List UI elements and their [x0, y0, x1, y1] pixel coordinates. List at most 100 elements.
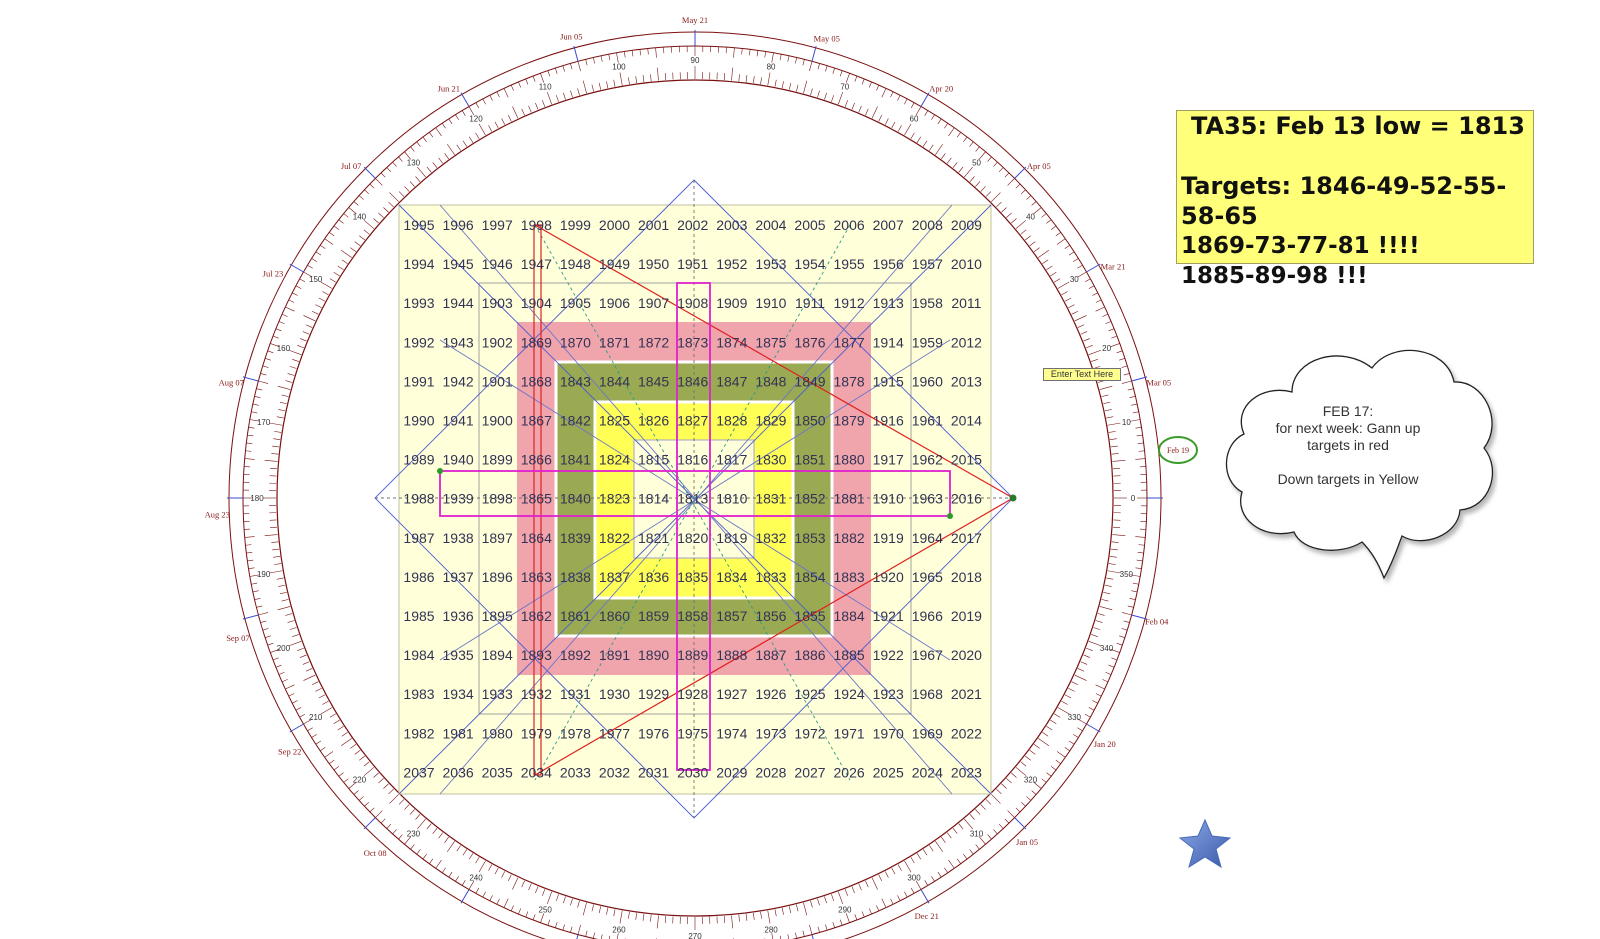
wheel-tick — [340, 738, 352, 747]
grid-cell: 1999 — [560, 217, 591, 233]
wheel-tick — [839, 70, 843, 77]
wheel-tick — [380, 172, 386, 178]
wheel-tick — [600, 55, 603, 62]
wheel-tick — [642, 75, 645, 83]
star-icon[interactable] — [1178, 818, 1232, 870]
grid-cell: 1831 — [755, 491, 786, 507]
wheel-tick — [279, 591, 287, 595]
grid-cell: 1936 — [443, 608, 474, 624]
wheel-tick — [337, 725, 344, 731]
grid-cell: 1852 — [794, 491, 825, 507]
wheel-date-label: Jan 05 — [1016, 837, 1038, 847]
wheel-tick — [262, 628, 269, 631]
grid-cell: 1858 — [677, 608, 708, 624]
wheel-tick — [993, 829, 998, 835]
wheel-tick — [1135, 567, 1142, 570]
wheel-tick — [650, 74, 652, 82]
wheel-tick — [254, 598, 261, 600]
wheel-tick — [582, 902, 587, 916]
wheel-tick — [1015, 807, 1021, 813]
wheel-tick — [468, 853, 474, 860]
wheel-tick — [1061, 291, 1068, 296]
wheel-tick — [1038, 249, 1050, 258]
wheel-tick — [315, 304, 322, 309]
grid-cell: 1899 — [482, 452, 513, 468]
grid-cell: 1979 — [521, 725, 552, 741]
grid-cell: 2013 — [951, 373, 982, 389]
wheel-tick — [969, 176, 975, 182]
wheel-tick — [1033, 744, 1040, 749]
grid-cell: 1969 — [912, 725, 943, 741]
wheel-tick — [1111, 335, 1118, 339]
wheel-tick — [1105, 321, 1112, 325]
wheel-tick — [320, 707, 333, 715]
grid-cell: 1998 — [521, 217, 552, 233]
wheel-tick — [287, 620, 295, 623]
grid-cell: 1867 — [521, 413, 552, 429]
wheel-tick — [305, 668, 313, 672]
wheel-tick — [1077, 727, 1083, 732]
wheel-tick — [249, 574, 260, 577]
wheel-tick — [462, 849, 468, 856]
feb19-highlight-ellipse — [1158, 436, 1198, 464]
grid-cell: 1960 — [912, 373, 943, 389]
grid-cell: 1997 — [482, 217, 513, 233]
wheel-tick — [246, 442, 253, 444]
wheel-tick — [324, 238, 334, 245]
grid-cell: 1885 — [834, 647, 865, 663]
wheel-tick — [731, 915, 733, 929]
wheel-ticks — [227, 30, 1163, 939]
wheel-tick — [429, 132, 434, 138]
wheel-tick — [398, 834, 403, 840]
wheel-tick — [547, 919, 551, 926]
wheel-tick — [1068, 251, 1075, 256]
wheel-tick — [303, 674, 316, 681]
grid-cell: 2020 — [951, 647, 982, 663]
grid-cell: 1968 — [912, 686, 943, 702]
wheel-tick — [570, 898, 573, 906]
wheel-tick — [987, 834, 992, 840]
grid-cell: 1823 — [599, 491, 630, 507]
wheel-tick-blue — [242, 614, 259, 620]
grid-cell: 1915 — [873, 373, 904, 389]
grid-cell: 1865 — [521, 491, 552, 507]
wheel-tick — [787, 55, 790, 62]
grid-cell: 2003 — [716, 217, 747, 233]
grid-cell: 1825 — [599, 413, 630, 429]
degree-label: 210 — [309, 713, 323, 722]
grid-cell: 1819 — [716, 530, 747, 546]
grid-cell: 2035 — [482, 764, 513, 780]
wheel-tick — [1029, 241, 1036, 247]
degree-label: 220 — [353, 776, 367, 785]
wheel-tick — [1091, 634, 1098, 637]
grid-cell: 1975 — [677, 725, 708, 741]
wheel-tick — [781, 907, 784, 915]
wheel-tick — [383, 207, 389, 213]
enter-text-here-box[interactable]: Enter Text Here — [1043, 368, 1121, 381]
grid-cell: 1989 — [403, 452, 434, 468]
grid-cell: 1881 — [834, 491, 865, 507]
wheel-tick — [260, 373, 267, 376]
wheel-tick — [613, 909, 616, 917]
grid-cell: 1828 — [716, 413, 747, 429]
wheel-tick — [475, 887, 480, 894]
wheel-tick — [657, 915, 659, 929]
grid-cell: 1988 — [403, 491, 434, 507]
wheel-tick — [865, 880, 869, 888]
wheel-tick — [398, 799, 405, 805]
wheel-tick — [489, 895, 493, 901]
wheel-tick — [320, 747, 326, 752]
wheel-tick — [1136, 434, 1143, 437]
wheel-tick — [910, 887, 915, 894]
wheel-tick — [1129, 598, 1136, 600]
wheel-tick — [303, 718, 313, 725]
wheel-tick — [398, 156, 403, 162]
grid-cell: 1953 — [755, 256, 786, 272]
wheel-tick — [1001, 207, 1007, 213]
wheel-tick — [386, 167, 392, 173]
wheel-tick — [838, 91, 844, 105]
wheel-tick — [1088, 349, 1102, 355]
grid-cell: 1945 — [443, 256, 474, 272]
wheel-tick — [1029, 749, 1036, 755]
wheel-tick — [322, 700, 329, 705]
